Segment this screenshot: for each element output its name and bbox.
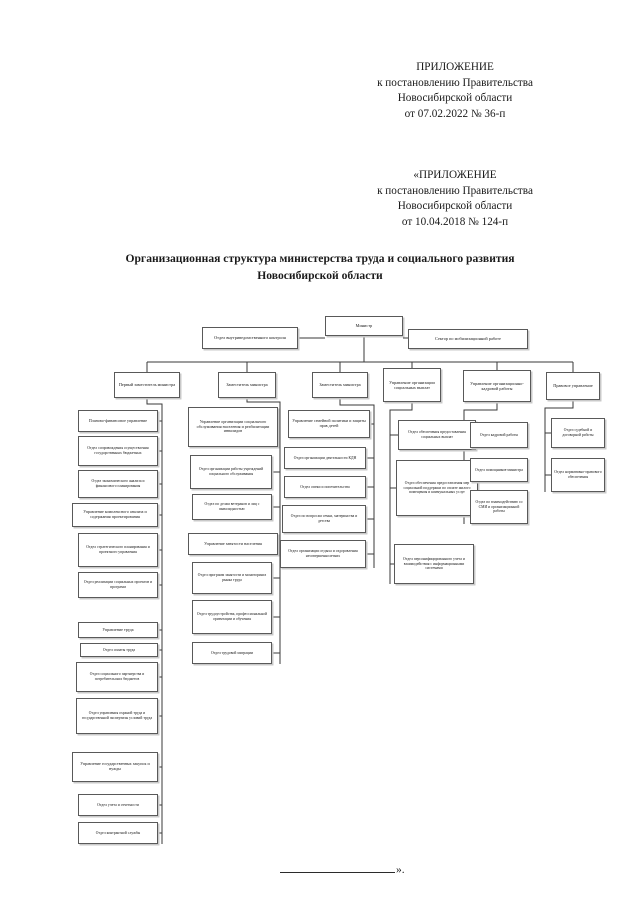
org-node-accounting: Отдел учета и отчетности bbox=[78, 794, 158, 816]
org-node-upr_complex: Управление комплексного анализа и содерж… bbox=[72, 503, 158, 527]
org-node-econ_plan: Отдел экономического анализа и финансово… bbox=[78, 470, 158, 498]
org-node-upr_soc_pay: Управление организации социальных выплат bbox=[383, 368, 441, 402]
org-node-org_inst: Отдел организации работы учреждений соци… bbox=[190, 455, 272, 489]
org-node-smi_org: Отдел по взаимодействию со СМИ и организ… bbox=[470, 490, 528, 524]
page-title-line: Новосибирской области bbox=[257, 269, 383, 282]
closing-quote: ». bbox=[396, 864, 405, 876]
header-line: Новосибирской области bbox=[397, 200, 513, 212]
org-node-upr_labour: Управление труда bbox=[78, 622, 158, 638]
org-node-legal_norm: Отдел нормативно-правового обеспечения bbox=[551, 458, 605, 492]
org-node-upr_employ: Управление занятости населения bbox=[188, 533, 278, 555]
org-node-rest_health: Отдел организации отдыха и оздоровления … bbox=[280, 540, 366, 568]
org-node-upr_soc_serv: Управление организации социального обслу… bbox=[188, 407, 278, 447]
org-node-dep1: Заместитель министра bbox=[218, 372, 276, 398]
org-node-soc_partner: Отдел социального партнерства и потребит… bbox=[76, 662, 158, 692]
page-title: Организационная структура министерства т… bbox=[40, 250, 600, 284]
org-node-minister_ass: Отдел помощников-министра bbox=[470, 458, 528, 482]
appendix-header-second: «ПРИЛОЖЕНИЕ к постановлению Правительств… bbox=[330, 168, 580, 230]
org-node-veterans: Отдел по делам ветеранов и лиц с инвалид… bbox=[192, 494, 272, 520]
org-node-pay_labour: Отдел оплаты труда bbox=[80, 643, 158, 657]
header-line: к постановлению Правительства bbox=[377, 76, 533, 89]
org-node-upr_family: Управление семейной политики и защиты пр… bbox=[288, 410, 370, 438]
header-line: «ПРИЛОЖЕНИЕ bbox=[413, 169, 497, 181]
org-node-person_acc: Отдел персонифицированного учета и взаим… bbox=[394, 544, 474, 584]
org-node-pay_provide: Отдел обеспечения предоставления социаль… bbox=[398, 420, 476, 450]
page-title-line: Организационная структура министерства т… bbox=[125, 252, 515, 265]
org-node-soc_projects: Отдел реализации социальных проектов и п… bbox=[78, 572, 158, 598]
org-node-dep2: Заместитель министра bbox=[312, 372, 368, 398]
org-node-labour_safety: Отдел управления охраной труда и государ… bbox=[76, 698, 158, 734]
org-node-upr_legal: Правовое управление bbox=[546, 372, 600, 400]
appendix-header-first: ПРИЛОЖЕНИЕ к постановлению Правительства… bbox=[330, 60, 580, 122]
org-node-housing_sup: Отдел обеспечения предоставления мер соц… bbox=[396, 460, 478, 516]
signature-rule bbox=[280, 872, 395, 873]
org-node-job_place: Отдел трудоустройства, профессиональной … bbox=[192, 600, 272, 634]
header-line: от 10.04.2018 № 124-п bbox=[401, 215, 509, 228]
org-node-employ_prog: Отдел программ занятости и мониторинга р… bbox=[192, 562, 272, 594]
header-line: ПРИЛОЖЕНИЕ bbox=[416, 61, 494, 73]
header-line: к постановлению Правительства bbox=[377, 184, 533, 197]
org-node-upr_procure: Управление государственных закупок и нуж… bbox=[72, 752, 158, 782]
org-node-internal_ctl: Отдел внутриведомственного контроля bbox=[202, 327, 298, 349]
org-node-kdn: Отдел организации деятельности КДН bbox=[284, 447, 366, 469]
org-node-strat_plan: Отдел стратегического планирования и про… bbox=[78, 533, 158, 567]
org-node-guardianship: Отдел опеки и попечительства bbox=[284, 476, 366, 498]
org-node-first_dep: Первый заместитель министра bbox=[114, 372, 180, 398]
org-node-upr_org_kadr: Управление организационно-кадровой работ… bbox=[463, 370, 531, 402]
org-node-court_contr: Отдел судебной и договорной работы bbox=[551, 418, 605, 448]
header-line: от 07.02.2022 № 36-п bbox=[404, 107, 506, 120]
org-node-contract_srv: Отдел контрактной службы bbox=[78, 822, 158, 844]
org-node-hr_dept: Отдел кадровой работы bbox=[470, 422, 528, 448]
org-node-family_aff: Отдел по вопросам семьи, материнства и д… bbox=[282, 505, 366, 533]
header-line: Новосибирской области bbox=[397, 92, 513, 104]
org-node-budget_acc: Отдел сопровождения осуществления госуда… bbox=[78, 436, 158, 466]
org-node-labour_migr: Отдел трудовой миграции bbox=[192, 642, 272, 664]
org-node-minister: Министр bbox=[325, 316, 403, 336]
org-node-mobil_sector: Сектор по мобилизационной работе bbox=[408, 329, 528, 349]
org-node-plan_fin: Планово-финансовое управление bbox=[78, 410, 158, 432]
